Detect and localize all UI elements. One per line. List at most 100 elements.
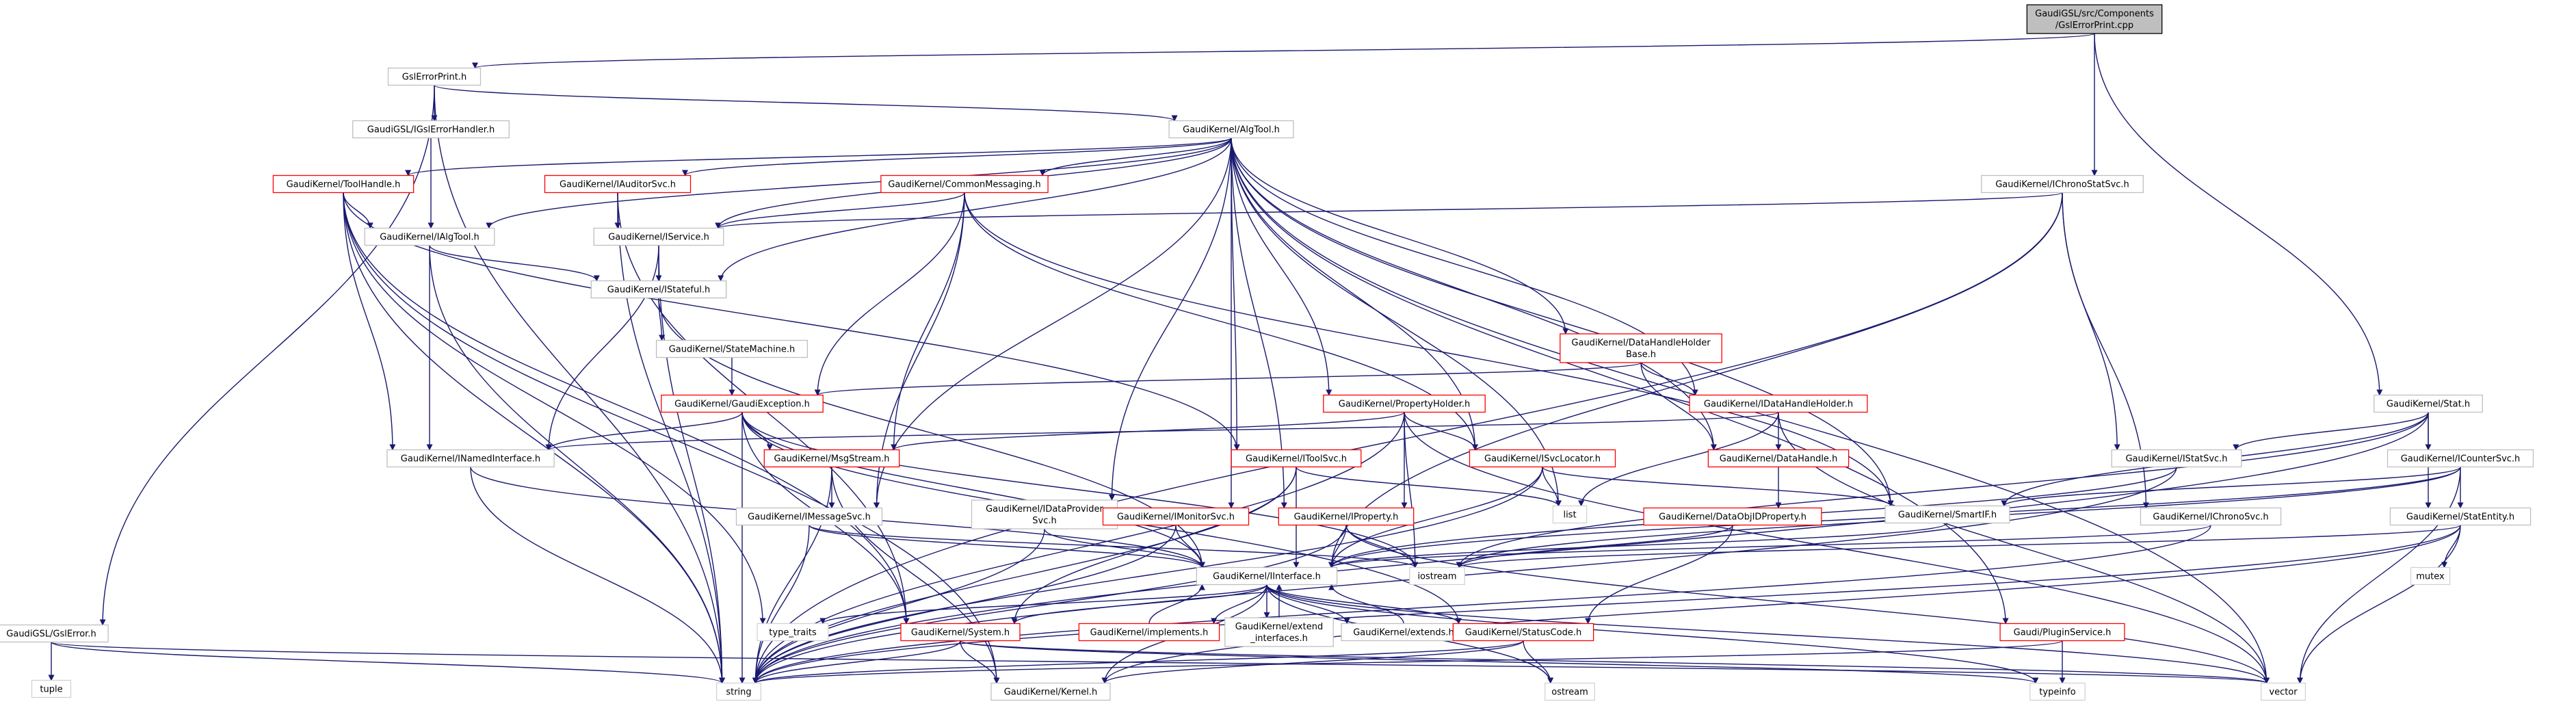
- node-extend-interfaces[interactable]: GaudiKernel/extend_interfaces.h: [1224, 617, 1334, 647]
- node-type-traits[interactable]: type_traits: [757, 623, 829, 642]
- edge-algtool-to-toolhandle: [405, 137, 1232, 176]
- node-label: GaudiKernel/SmartIF.h: [1898, 510, 1997, 521]
- node-typeinfo[interactable]: typeinfo: [2029, 682, 2086, 701]
- edge-idataprovidersvc-to-iinterface: [1044, 528, 1205, 568]
- node-system[interactable]: GaudiKernel/System.h: [900, 623, 1021, 642]
- node-root[interactable]: GaudiGSL/src/Components/GslErrorPrint.cp…: [2026, 4, 2163, 34]
- edge-gslerrorprint-to-string: [434, 85, 726, 684]
- node-label: GaudiKernel/CommonMessaging.h: [888, 180, 1040, 190]
- edge-istateful-to-iinterface: [658, 298, 1205, 568]
- node-iinterface[interactable]: GaudiKernel/IInterface.h: [1196, 566, 1338, 586]
- edge-itoolsvc-to-list: [1296, 467, 1562, 507]
- node-box: [544, 174, 692, 194]
- node-box: [1545, 682, 1595, 701]
- edge-statentity-to-mutex: [2441, 525, 2461, 568]
- node-ialgtool[interactable]: GaudiKernel/IAlgTool.h: [364, 227, 495, 246]
- node-gslerrorprint[interactable]: GslErrorPrint.h: [387, 67, 482, 86]
- node-toolhandle[interactable]: GaudiKernel/ToolHandle.h: [272, 174, 415, 194]
- node-commonmessaging[interactable]: GaudiKernel/CommonMessaging.h: [880, 174, 1049, 194]
- node-istatsvc[interactable]: GaudiKernel/IStatSvc.h: [2111, 449, 2242, 468]
- node-iproperty[interactable]: GaudiKernel/IProperty.h: [1278, 507, 1415, 526]
- edge-ichronosvc-to-string: [752, 525, 2211, 684]
- node-kernel[interactable]: GaudiKernel/Kernel.h: [990, 682, 1111, 701]
- node-statemachine[interactable]: GaudiKernel/StateMachine.h: [655, 339, 809, 358]
- node-label: GaudiKernel/DataObjIDProperty.h: [1659, 512, 1806, 523]
- node-ichronostatsvc[interactable]: GaudiKernel/IChronoStatSvc.h: [1981, 174, 2144, 194]
- edge-statuscode-to-string: [752, 640, 1524, 684]
- node-isvclocator[interactable]: GaudiKernel/ISvcLocator.h: [1469, 449, 1616, 468]
- edge-iinterface-to-implements: [1211, 584, 1267, 625]
- node-box: [1196, 566, 1338, 586]
- node-icountersvc[interactable]: GaudiKernel/ICounterSvc.h: [2387, 449, 2534, 468]
- node-string[interactable]: string: [715, 682, 762, 701]
- node-list[interactable]: list: [1552, 505, 1588, 524]
- node-idatahandleholder[interactable]: GaudiKernel/IDataHandleHolder.h: [1689, 394, 1868, 413]
- edge-statuscode-to-kernel: [1101, 640, 1524, 684]
- node-msgstream[interactable]: GaudiKernel/MsgStream.h: [763, 449, 900, 468]
- node-igslerrorhandler[interactable]: GaudiGSL/IGslErrorHandler.h: [352, 120, 510, 139]
- node-label: GaudiKernel/IProperty.h: [1294, 512, 1399, 523]
- edge-system-to-string: [752, 640, 961, 684]
- node-implements[interactable]: GaudiKernel/implements.h: [1078, 623, 1220, 642]
- node-label: GaudiKernel/GaudiException.h: [674, 400, 810, 410]
- edge-msgstream-to-string: [752, 467, 832, 684]
- node-statuscode[interactable]: GaudiKernel/StatusCode.h: [1452, 623, 1594, 642]
- edge-algtool-to-iauditorsvc: [682, 137, 1232, 176]
- edge-extends-to-iinterface: [1328, 584, 1404, 624]
- node-ostream[interactable]: ostream: [1545, 682, 1595, 701]
- node-box: [1469, 449, 1616, 468]
- edge-msgstream-to-kernel: [831, 467, 1000, 684]
- node-tuple[interactable]: tuple: [31, 679, 72, 698]
- node-stat[interactable]: GaudiKernel/Stat.h: [2374, 394, 2483, 413]
- node-box: [364, 227, 495, 246]
- node-box: [1552, 505, 1588, 524]
- node-box: [387, 67, 482, 86]
- node-iservice[interactable]: GaudiKernel/IService.h: [593, 227, 724, 246]
- node-algtool[interactable]: GaudiKernel/AlgTool.h: [1168, 120, 1294, 139]
- node-label: Gaudi/PluginService.h: [2014, 628, 2112, 638]
- node-box: [1689, 394, 1868, 413]
- node-propertyholder[interactable]: GaudiKernel/PropertyHolder.h: [1323, 394, 1486, 413]
- node-iostream[interactable]: iostream: [1409, 566, 1465, 586]
- node-itoolsvc[interactable]: GaudiKernel/IToolSvc.h: [1231, 449, 1362, 468]
- node-imonitorsvc[interactable]: GaudiKernel/IMonitorSvc.h: [1102, 507, 1250, 526]
- node-iauditorsvc[interactable]: GaudiKernel/IAuditorSvc.h: [544, 174, 692, 194]
- node-datahandle[interactable]: GaudiKernel/DataHandle.h: [1707, 449, 1850, 468]
- node-extends[interactable]: GaudiKernel/extends.h: [1341, 623, 1467, 642]
- node-statentity[interactable]: GaudiKernel/StatEntity.h: [2389, 507, 2532, 526]
- edge-statentity-to-vector: [2296, 525, 2461, 684]
- edge-commonmessaging-to-iservice: [715, 192, 965, 229]
- node-ipluginservice[interactable]: Gaudi/PluginService.h: [1999, 623, 2125, 642]
- node-box: [1409, 566, 1465, 586]
- node-smartif[interactable]: GaudiKernel/SmartIF.h: [1884, 505, 2010, 524]
- node-label: Svc.h: [1032, 516, 1056, 526]
- node-label: Base.h: [1626, 350, 1656, 360]
- node-gaudiexception[interactable]: GaudiKernel/GaudiException.h: [661, 394, 824, 413]
- node-inamedinterface[interactable]: GaudiKernel/INamedInterface.h: [386, 449, 555, 468]
- edge-imessagesvc-to-string: [752, 525, 810, 684]
- node-dataobjidproperty[interactable]: GaudiKernel/DataObjIDProperty.h: [1643, 507, 1822, 526]
- node-label: GaudiKernel/IChronoSvc.h: [2153, 512, 2268, 523]
- node-box: [757, 623, 829, 642]
- node-imessagesvc[interactable]: GaudiKernel/IMessageSvc.h: [735, 507, 883, 526]
- node-ichronosvc[interactable]: GaudiKernel/IChronoSvc.h: [2140, 507, 2282, 526]
- node-box: [352, 120, 510, 139]
- edge-isvclocator-to-list: [1542, 467, 1562, 507]
- edge-commonmessaging-to-msgstream: [891, 192, 965, 451]
- edge-iinterface-to-extends: [1266, 584, 1350, 625]
- edge-algtool-to-ialgtool: [486, 138, 1232, 229]
- node-box: [2389, 507, 2532, 526]
- edge-ichronostatsvc-to-istatsvc: [2062, 192, 2120, 451]
- node-box: [900, 623, 1021, 642]
- edge-gslerrorprint-to-gslerror: [99, 85, 435, 626]
- node-vector[interactable]: vector: [2260, 682, 2306, 701]
- node-label: GaudiKernel/extend: [1235, 622, 1323, 632]
- node-istateful[interactable]: GaudiKernel/IStateful.h: [590, 280, 727, 299]
- node-label: GaudiKernel/Kernel.h: [1004, 688, 1098, 698]
- node-gslerror[interactable]: GaudiGSL/GslError.h: [0, 624, 109, 643]
- node-label: GaudiKernel/Stat.h: [2387, 400, 2470, 410]
- node-mutex[interactable]: mutex: [2410, 566, 2451, 586]
- edge-commonmessaging-to-smartif: [964, 192, 1894, 507]
